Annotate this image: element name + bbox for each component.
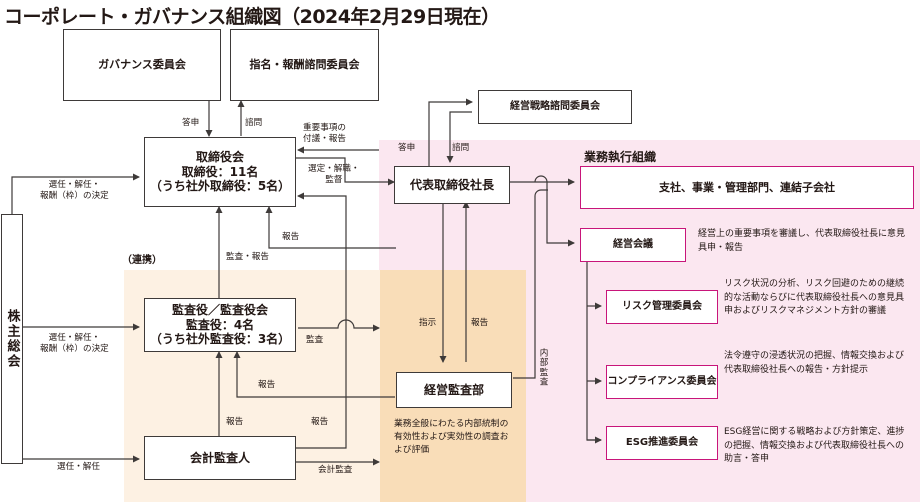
esg-committee: ESG推進委員会 (606, 426, 718, 460)
page-title: コーポレート・ガバナンス組織図（2024年2月29日現在） (4, 6, 500, 28)
label-internal-audit: 内部監査 (538, 348, 548, 387)
business-execution-header: 業務執行組織 (584, 150, 657, 164)
divisions-subsidiaries: 支社、事業・管理部門、連結子会社 (580, 166, 914, 209)
label-toushin-president: 答申 (398, 143, 416, 153)
compliance-note: 法令遵守の浸透状況の把握、情報交換および代表取締役社長への報告・方針提示 (724, 351, 905, 375)
label-report-low-left: 報告 (226, 417, 244, 427)
governance-committee: ガバナンス委員会 (63, 29, 221, 101)
strategy-advisory-committee: 経営戦略諮問委員会 (478, 90, 632, 124)
label-elect-accountant: 選任・解任 (57, 462, 100, 472)
label-acct-audit: 会計監査 (318, 465, 353, 475)
label-report-top: 報告 (282, 232, 300, 242)
label-kansa: 監査 (306, 335, 324, 345)
internal-audit-department: 経営監査部 (396, 372, 512, 408)
label-report-mid: 報告 (258, 380, 276, 390)
label-shimon: 諮問 (245, 118, 263, 128)
label-report-low-right: 報告 (311, 417, 329, 427)
cooperation-label: （連携） (122, 255, 162, 266)
internal-audit-note: 業務全般にわたる内部統制の有効性および実効性の調査および評価 (394, 419, 509, 456)
management-meeting: 経営会議 (580, 228, 686, 262)
label-report-internal: 報告 (471, 318, 489, 328)
president: 代表取締役社長 (394, 166, 510, 204)
compliance-committee: コンプライアンス委員会 (606, 365, 718, 399)
board-of-directors: 取締役会 取締役：11名 （うち社外取締役：5名） (144, 137, 296, 207)
shareholders-meeting: 株主総会 (1, 214, 23, 464)
label-important-matters: 重要事項の 付議・報告 (303, 123, 346, 145)
nomination-compensation-committee: 指名・報酬諮問委員会 (230, 29, 379, 101)
risk-note: リスク状況の分析、リスク回避のための継続的な活動ならびに代表取締役社長への意見具… (724, 279, 905, 316)
label-shiji: 指示 (419, 318, 437, 328)
label-appoint-supervise: 選定・解職・ 監督 (308, 164, 360, 186)
label-toushin: 答申 (182, 118, 200, 128)
label-elect-board: 選任・解任・ 報酬（枠）の決定 (40, 180, 109, 202)
shareholders-label: 株主総会 (4, 309, 20, 369)
label-elect-audit: 選任・解任・ 報酬（枠）の決定 (40, 333, 109, 355)
esg-note: ESG経営に関する戦略および方針策定、進捗の把握、情報交換および代表取締役社長へ… (724, 427, 905, 464)
audit-board: 監査役／監査役会 監査役：4名 （うち社外監査役：3名） (144, 298, 296, 352)
meeting-note: 経営上の重要事項を審議し、代表取締役社長に意見具申・報告 (698, 229, 906, 253)
label-audit-report: 監査・報告 (226, 252, 269, 262)
risk-management-committee: リスク管理委員会 (606, 290, 718, 324)
accounting-auditor: 会計監査人 (144, 436, 296, 480)
label-shimon-president: 諮問 (452, 143, 470, 153)
